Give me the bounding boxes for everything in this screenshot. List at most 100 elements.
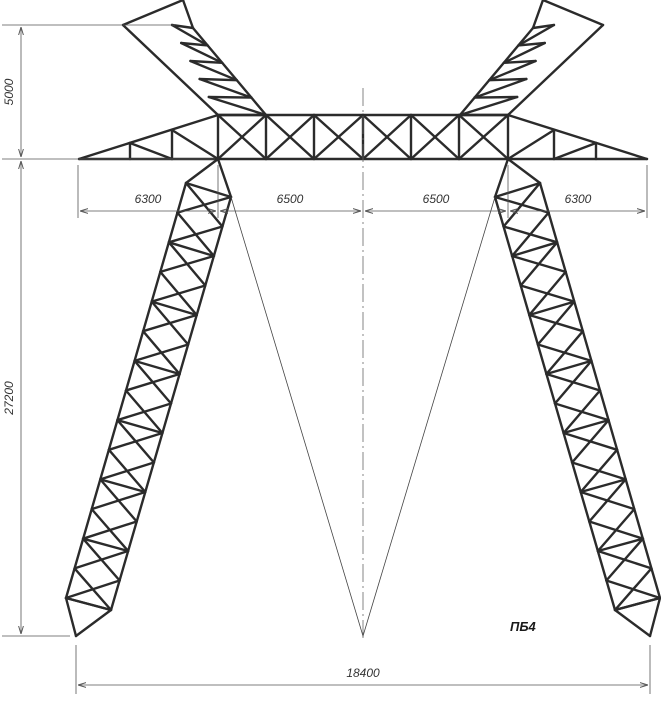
truss-member [64,579,121,600]
truss-member [493,157,510,199]
truss-member [150,284,207,303]
tower-structure [64,0,661,638]
truss-member [170,23,195,30]
truss-member [579,490,636,511]
truss-member [170,23,209,47]
dim-label-upper-height: 5000 [2,78,16,105]
truss-member [361,113,413,161]
truss-member [510,254,567,274]
truss-member [596,549,653,570]
truss-member [141,313,198,333]
truss-member [191,26,268,117]
truss-member [531,23,556,30]
truss-member [552,141,598,161]
truss-member [133,343,190,363]
truss-member [528,300,576,317]
truss-member [506,23,605,117]
truss-member [189,59,224,64]
truss-member [488,77,528,82]
truss-member [493,181,542,199]
dim-label-6300-left: 6300 [135,192,162,206]
truss-member [90,490,147,511]
truss-member [473,77,528,99]
truss-member [189,59,239,82]
truss-member [502,225,559,244]
truss-member [184,181,233,199]
truss-member [64,596,113,612]
truss-member [596,537,645,553]
truss-member [150,300,198,317]
truss-member [517,41,546,47]
truss-member [216,157,233,199]
truss-member [64,596,78,638]
dim-label-6300-right: 6300 [565,192,592,206]
truss-member [198,77,239,82]
truss-member [545,372,602,392]
truss-member [81,520,138,540]
truss-member [588,520,645,540]
truss-member [159,254,216,274]
truss-member [74,608,113,638]
truss-member [457,113,510,161]
dim-label-lower-height: 27200 [2,381,16,416]
dim-label-base: 18400 [346,666,380,680]
truss-member [167,241,216,258]
tower-type-label: ПБ4 [510,619,537,634]
truss-member [519,284,576,303]
truss-member [312,113,365,161]
truss-member [124,372,181,392]
truss-member [570,461,627,481]
truss-member [536,343,593,363]
truss-member [179,41,209,47]
truss-member [506,128,556,161]
inner-stay-lines [230,196,496,638]
truss-member [562,418,610,435]
truss-member [99,461,156,481]
truss-member [73,549,130,570]
truss-member [506,113,649,161]
truss-member [107,431,164,451]
truss-member [207,95,253,99]
truss-member [170,128,220,161]
truss-member [181,0,195,30]
truss-member [553,402,610,422]
truss-member [545,359,593,376]
truss-member [128,141,174,161]
truss-member [77,113,220,161]
truss-member [613,608,652,638]
truss-member [116,402,173,422]
truss-member [216,113,268,161]
dim-label-6500-left: 6500 [277,192,304,206]
truss-member [528,313,585,333]
truss-member [133,359,181,376]
truss-member [264,113,316,161]
dimension-lines [2,24,651,694]
truss-member [648,596,661,638]
truss-member [541,0,605,27]
truss-member [458,26,535,117]
truss-member [458,95,519,117]
truss-member [409,113,461,161]
truss-member [99,478,147,494]
truss-member [510,241,559,258]
truss-member [488,59,537,82]
truss-member [493,195,550,214]
truss-member [121,23,220,117]
truss-member [605,579,661,600]
truss-member [179,41,224,64]
truss-member [207,95,268,117]
truss-member [198,77,253,99]
truss-member [531,0,545,30]
truss-member [473,95,519,99]
truss-member [81,537,130,553]
truss-member [613,596,661,612]
truss-member [116,418,164,435]
truss-member [506,157,542,185]
truss-member [562,431,619,451]
truss-member [121,0,185,27]
dim-label-6500-right: 6500 [423,192,450,206]
truss-member [517,23,556,47]
truss-member [184,157,220,185]
truss-member [176,195,233,214]
